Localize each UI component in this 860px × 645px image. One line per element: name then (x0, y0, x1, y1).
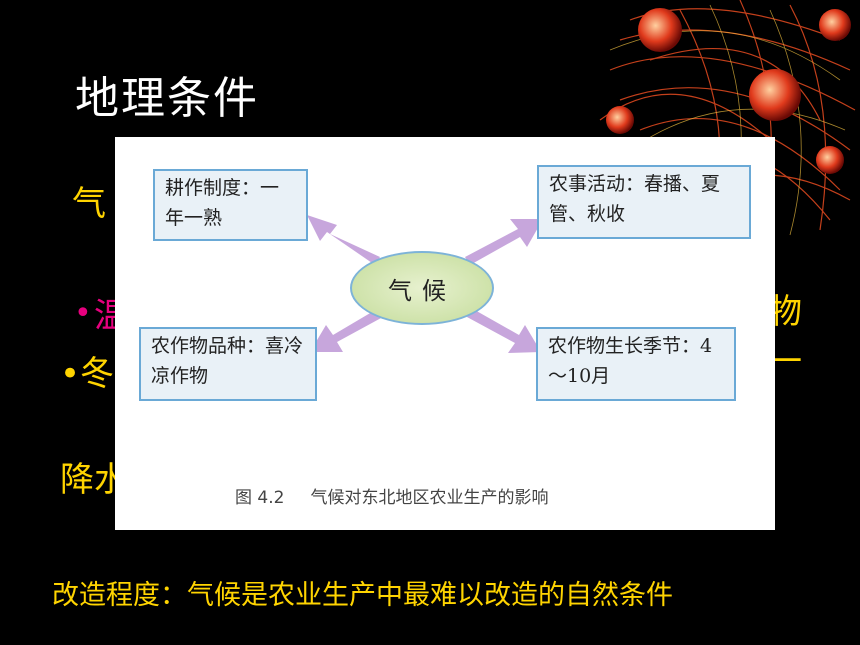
diagram-arrows (307, 215, 543, 353)
box-farm-activities: 农事活动：春播、夏管、秋收 (537, 165, 751, 239)
climate-diagram-figure: 耕作制度：一年一熟 农事活动：春播、夏管、秋收 气候 农作物品种：喜冷凉作物 农… (115, 137, 775, 530)
arrow-bottom-left (310, 309, 383, 352)
text-fragment-qi: 气 (72, 184, 106, 224)
bullet-icon: • (74, 296, 92, 331)
arrow-bottom-right (467, 309, 541, 353)
arrow-top-left (307, 215, 380, 265)
text-fragment-dong: •冬 (60, 354, 115, 394)
caption-text: 气候对东北地区农业生产的影响 (310, 488, 549, 508)
box-farming-system: 耕作制度：一年一熟 (153, 169, 308, 241)
box-growing-season: 农作物生长季节：4～10月 (536, 327, 736, 401)
arrow-top-right (465, 219, 543, 265)
climate-center-node: 气候 (350, 251, 494, 325)
figure-caption: 图 4.2 气候对东北地区农业生产的影响 (235, 483, 574, 508)
bottom-statement: 改造程度：气候是农业生产中最难以改造的自然条件 (52, 580, 673, 611)
slide-title: 地理条件 (75, 73, 259, 124)
caption-number: 图 4.2 (235, 488, 285, 508)
box-crop-varieties: 农作物品种：喜冷凉作物 (139, 327, 317, 401)
